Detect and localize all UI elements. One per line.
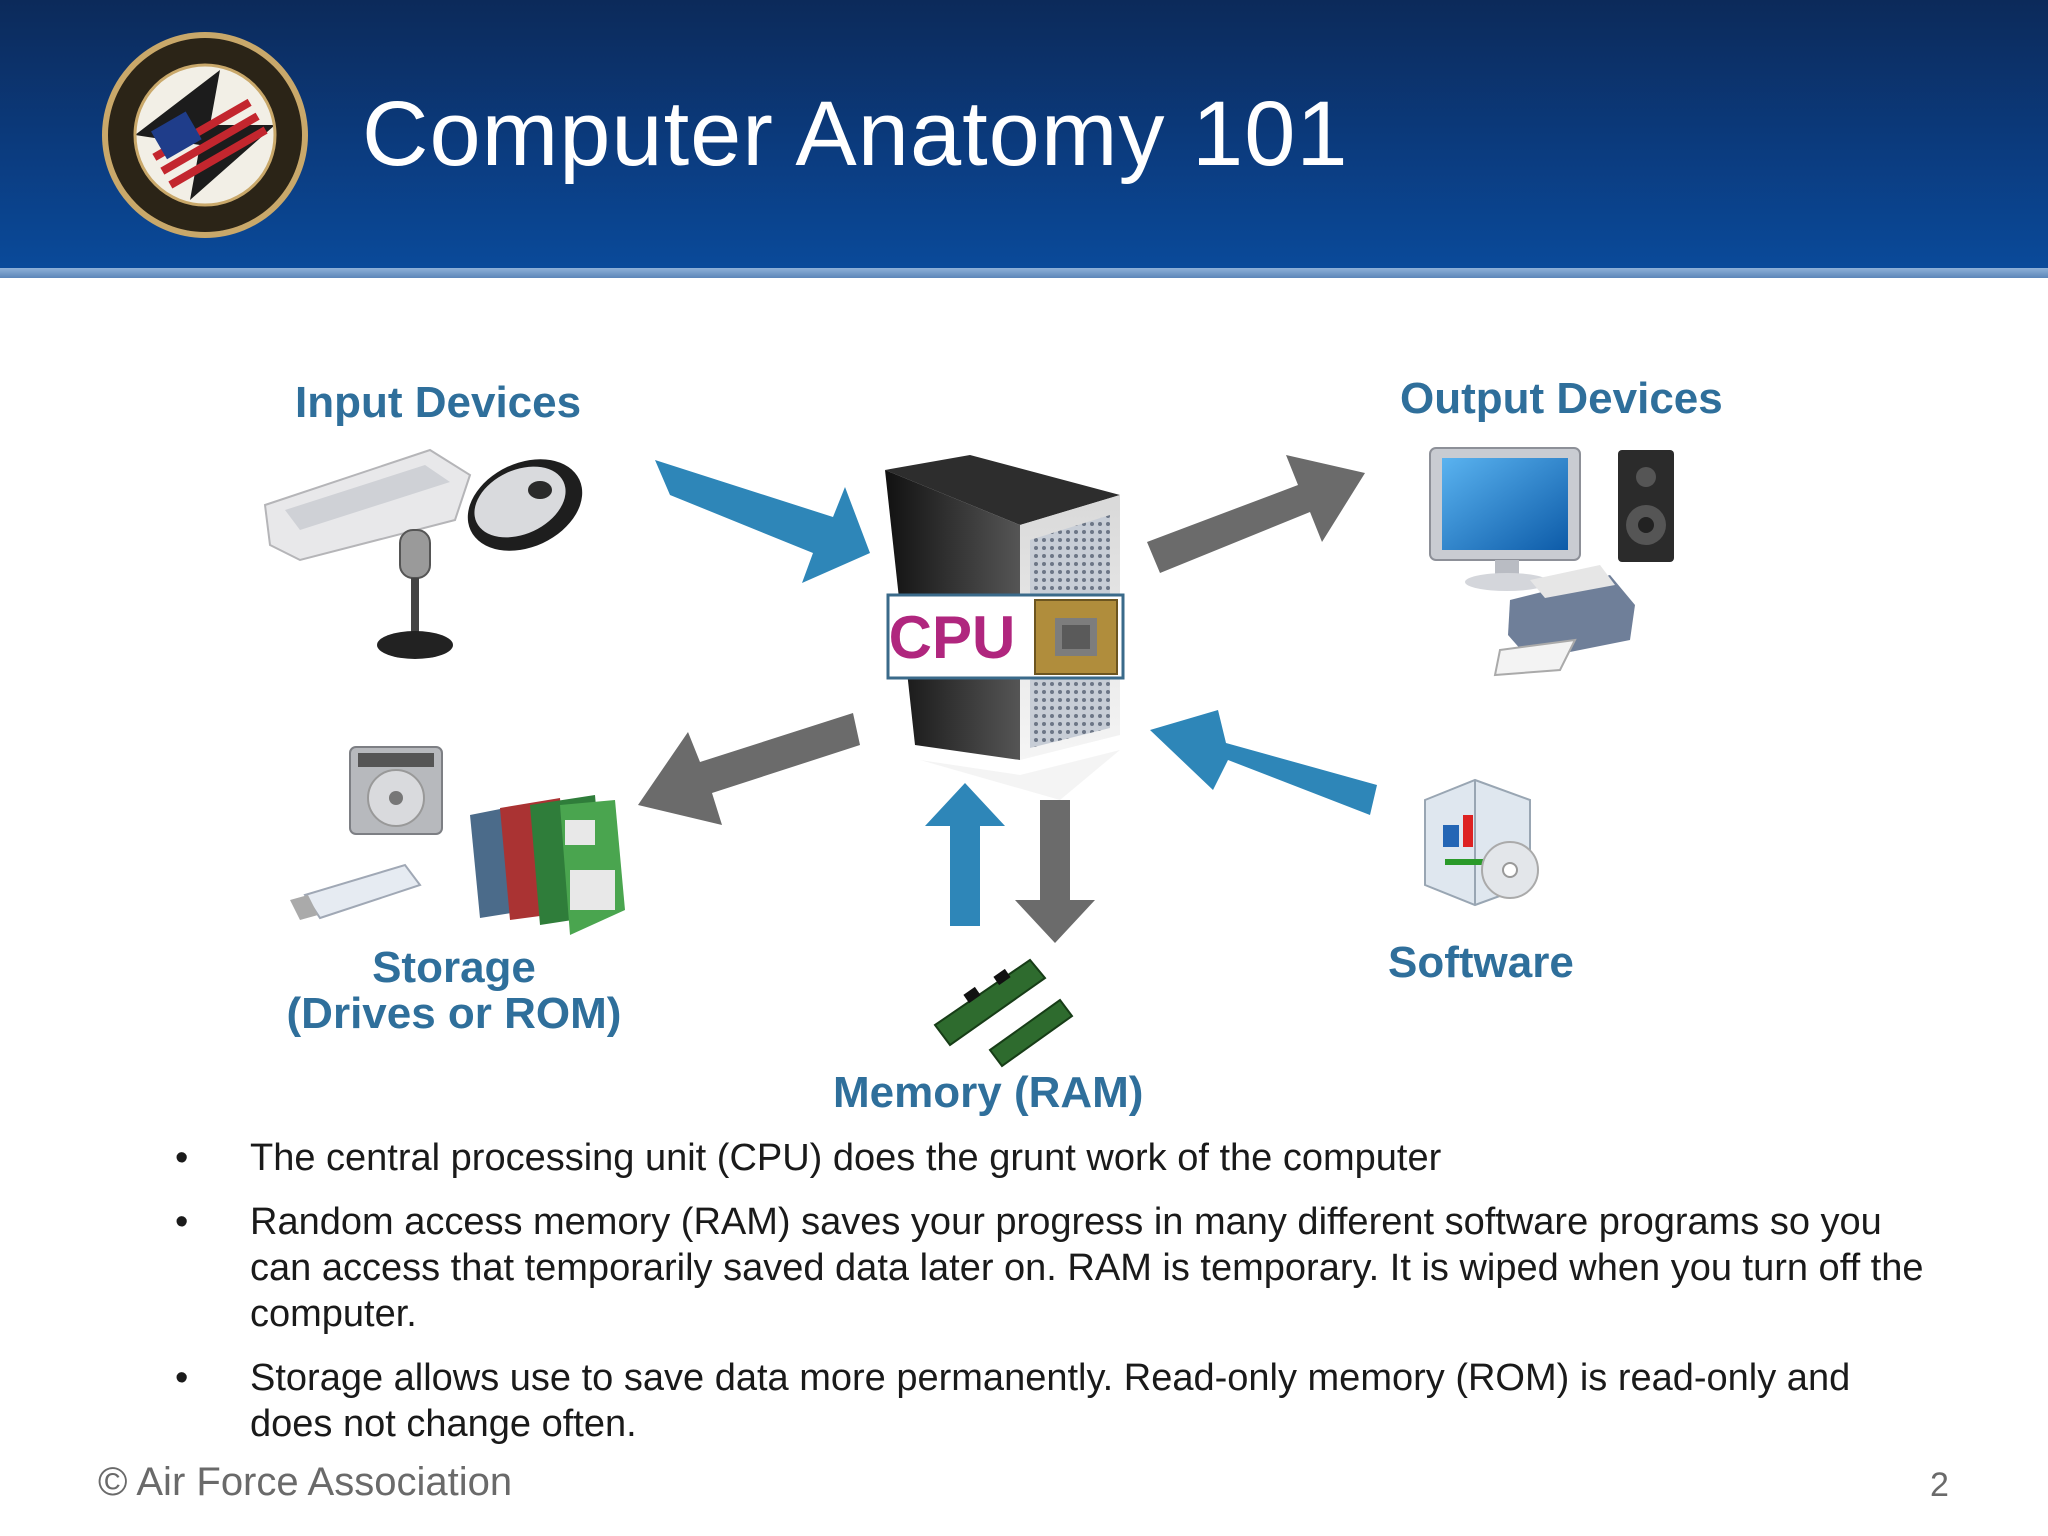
bullet-marker: • [175, 1137, 189, 1179]
output-devices-label: Output Devices [1400, 374, 1723, 423]
ram-modules-icon [933, 958, 1074, 1068]
memory-down-arrow [1015, 800, 1095, 943]
bullet-text: Storage allows use to save data more per… [250, 1357, 1851, 1445]
cyberpatriot-logo [102, 32, 308, 238]
bullet-marker: • [175, 1201, 189, 1243]
header-stripe [0, 268, 2048, 278]
bullet-item: • Random access memory (RAM) saves your … [165, 1199, 1925, 1337]
software-arrow [1150, 710, 1377, 815]
bullet-text: Random access memory (RAM) saves your pr… [250, 1201, 1924, 1335]
software-box-icon [1424, 778, 1539, 907]
input-arrow [655, 460, 870, 583]
software-label: Software [1388, 938, 1574, 987]
memory-up-arrow [925, 783, 1005, 926]
keyboard-icon [263, 448, 472, 562]
floppy-disks-icon [470, 795, 625, 935]
slide-header [0, 0, 2048, 268]
bullet-list: • The central processing unit (CPU) does… [165, 1135, 1925, 1465]
page-number: 2 [1930, 1466, 1949, 1504]
input-devices-label: Input Devices [295, 378, 582, 427]
storage-arrow [638, 713, 860, 825]
cpu-chip [886, 593, 1125, 680]
monitor-icon [1429, 447, 1581, 591]
usb-drive-icon [290, 863, 422, 920]
cpu-label: CPU [889, 604, 1016, 671]
storage-label-line1: Storage [372, 943, 536, 992]
storage-label-line2: (Drives or ROM) [286, 989, 622, 1038]
storage-label: Storage (Drives or ROM) [285, 945, 623, 1037]
memory-label: Memory (RAM) [833, 1068, 1144, 1117]
slide-title: Computer Anatomy 101 [362, 83, 1349, 185]
speaker-icon [1618, 450, 1674, 562]
printer-icon [1493, 565, 1635, 677]
output-arrow [1147, 455, 1365, 573]
mouse-icon [467, 459, 583, 551]
copyright-footer: © Air Force Association [98, 1460, 513, 1504]
bullet-item: • Storage allows use to save data more p… [165, 1355, 1925, 1447]
bullet-item: • The central processing unit (CPU) does… [165, 1135, 1925, 1181]
bullet-marker: • [175, 1357, 189, 1399]
microphone-icon [377, 529, 453, 659]
hard-drive-icon [349, 746, 443, 835]
bullet-text: The central processing unit (CPU) does t… [250, 1137, 1442, 1179]
